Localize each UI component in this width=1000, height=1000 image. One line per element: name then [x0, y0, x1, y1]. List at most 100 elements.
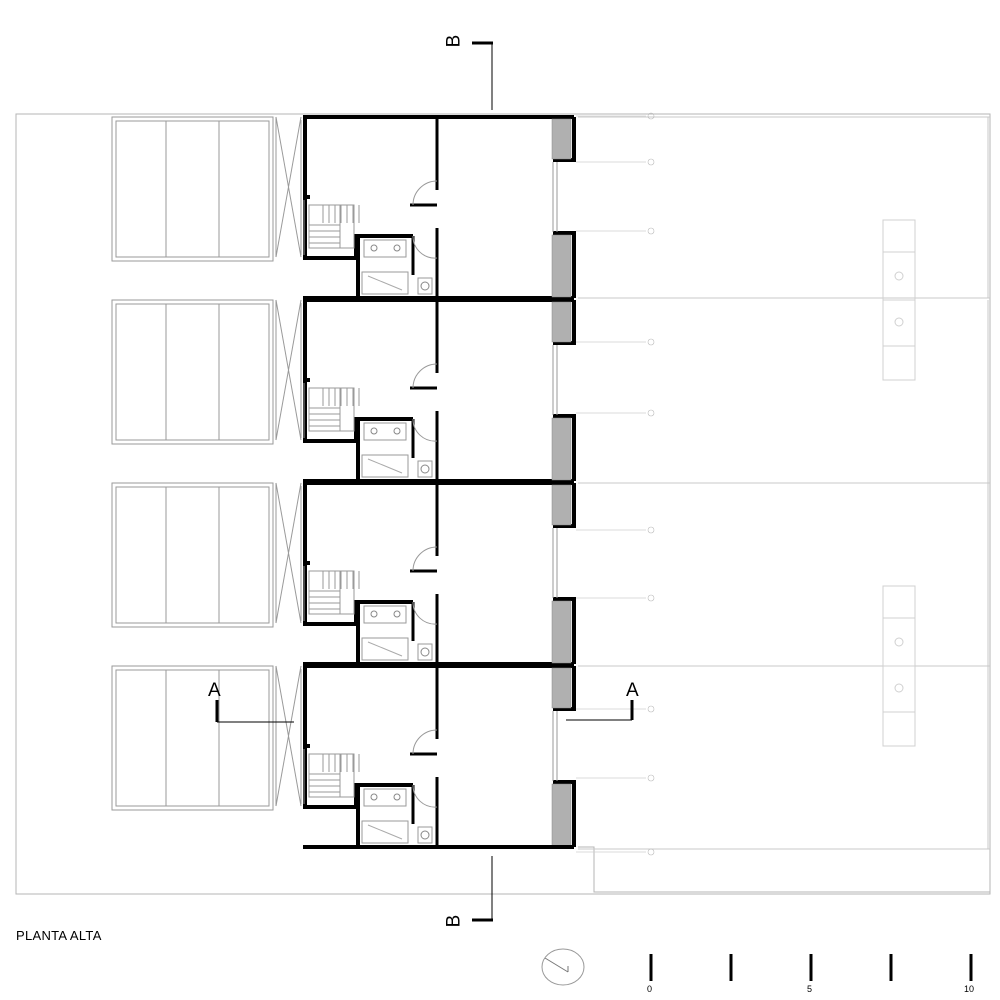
- dwelling-unit-3: [111, 481, 576, 666]
- hatched-pier: [551, 118, 572, 160]
- bathtub: [361, 271, 409, 295]
- wall: [553, 780, 576, 847]
- carport-outline: [111, 116, 274, 262]
- fixture-line: [367, 275, 403, 291]
- water-tank-outline: [882, 585, 916, 747]
- sink: [370, 427, 378, 435]
- void-cross: [275, 299, 302, 441]
- carport-inner: [115, 669, 270, 807]
- bathroom: [361, 605, 433, 661]
- carport-inner: [115, 303, 270, 441]
- scale-tick-5: 5: [807, 984, 813, 994]
- wall: [553, 414, 576, 481]
- dwelling-unit-2: [111, 298, 576, 483]
- grid-bubble-B: [647, 158, 655, 166]
- scale-bar: [649, 954, 973, 981]
- toilet: [393, 244, 401, 252]
- door-swing: [412, 418, 438, 442]
- wall: [553, 300, 576, 345]
- sink: [370, 610, 378, 618]
- wall: [553, 117, 576, 162]
- shower-tray: [417, 826, 433, 844]
- bathroom: [361, 422, 433, 478]
- bathtub: [361, 637, 409, 661]
- section-b-label-bottom: B: [443, 914, 465, 928]
- water-tank-outline: [882, 219, 916, 381]
- section-a-line: [215, 700, 634, 723]
- bathroom: [361, 788, 433, 844]
- dwelling-unit-1: [111, 115, 576, 300]
- dwelling-unit-4: [111, 664, 576, 849]
- hatched-pier: [551, 600, 572, 664]
- section-b-line: [472, 41, 493, 922]
- grid-bubble-I: [647, 774, 655, 782]
- door-swing: [412, 235, 438, 259]
- fixture-line: [367, 458, 403, 474]
- north-arrow-icon: [541, 948, 585, 986]
- rear-yard-bottom: [578, 846, 990, 893]
- scale-tick-10: 10: [964, 984, 975, 994]
- carport-roof: [111, 482, 274, 628]
- stair: [308, 570, 360, 615]
- carport-inner: [115, 120, 270, 258]
- wall: [356, 419, 413, 483]
- site-outline: [15, 113, 991, 895]
- grid-bubble-J: [647, 848, 655, 856]
- shower-tray: [417, 643, 433, 661]
- drain: [420, 647, 430, 657]
- stair-outline: [308, 570, 355, 615]
- carport-outline: [111, 482, 274, 628]
- grid-bubble-C: [647, 227, 655, 235]
- drain: [420, 464, 430, 474]
- stair-outline: [308, 753, 355, 798]
- section-b-label-top: B: [443, 34, 465, 48]
- wall: [553, 666, 576, 711]
- hatched-pier: [551, 484, 572, 526]
- stair: [308, 204, 360, 249]
- fixture-line: [275, 665, 302, 807]
- door-swing: [412, 546, 438, 572]
- carport-inner: [115, 486, 270, 624]
- tank-circle: [894, 637, 904, 647]
- vanity: [363, 422, 407, 441]
- vanity: [363, 239, 407, 258]
- void-cross: [275, 116, 302, 258]
- wall: [356, 785, 413, 849]
- stair: [308, 387, 360, 432]
- grid-bubble-E: [647, 409, 655, 417]
- stair-outline: [308, 204, 355, 249]
- wall: [356, 602, 413, 666]
- void-cross: [275, 665, 302, 807]
- carport-roof: [111, 299, 274, 445]
- hatched-pier: [551, 417, 572, 481]
- vanity: [363, 788, 407, 807]
- hatched-pier: [551, 234, 572, 298]
- bathtub: [361, 454, 409, 478]
- hatched-pier: [551, 667, 572, 709]
- void-cross: [275, 482, 302, 624]
- fixture-line: [367, 824, 403, 840]
- hatched-pier: [551, 301, 572, 343]
- bathroom: [361, 239, 433, 295]
- tank-circle: [894, 683, 904, 693]
- wall: [553, 231, 576, 298]
- door-swing: [412, 784, 438, 808]
- scale-tick-0: 0: [647, 984, 653, 994]
- section-a-label-left: A: [208, 680, 221, 701]
- door-swing: [412, 363, 438, 389]
- grid-bubble-G: [647, 594, 655, 602]
- grid-bubble-F: [647, 526, 655, 534]
- fixture-line: [275, 482, 302, 624]
- drain: [420, 830, 430, 840]
- tank-circle: [894, 271, 904, 281]
- tank-circle: [894, 317, 904, 327]
- carport-roof: [111, 665, 274, 811]
- sink: [370, 793, 378, 801]
- shower-tray: [417, 277, 433, 295]
- bathtub: [361, 820, 409, 844]
- wall: [553, 483, 576, 528]
- fixture-line: [275, 299, 302, 441]
- stair-outline: [308, 387, 355, 432]
- fixture-line: [275, 116, 302, 258]
